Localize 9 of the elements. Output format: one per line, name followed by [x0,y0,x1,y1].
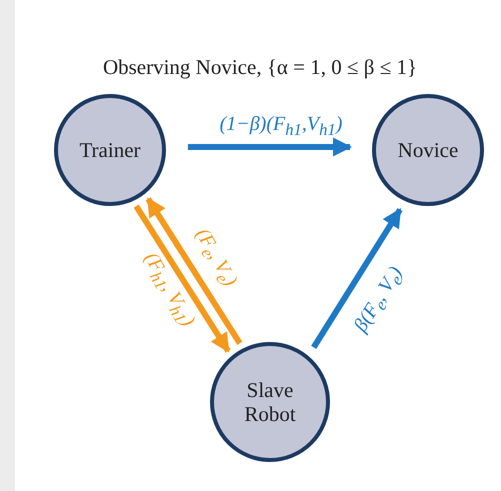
arrow [146,197,242,345]
diagram-title: Observing Novice, {α = 1, 0 ≤ β ≤ 1} [102,55,418,80]
node-label: Trainer [79,138,141,162]
arrow [188,137,352,157]
node-label: Novice [398,138,458,162]
node-label: Slave Robot [243,378,297,426]
arrow [134,204,231,353]
arrow [311,208,403,349]
edge-label: (1−β)(F$_{h1}$,V$_{h1}$) [220,112,342,140]
